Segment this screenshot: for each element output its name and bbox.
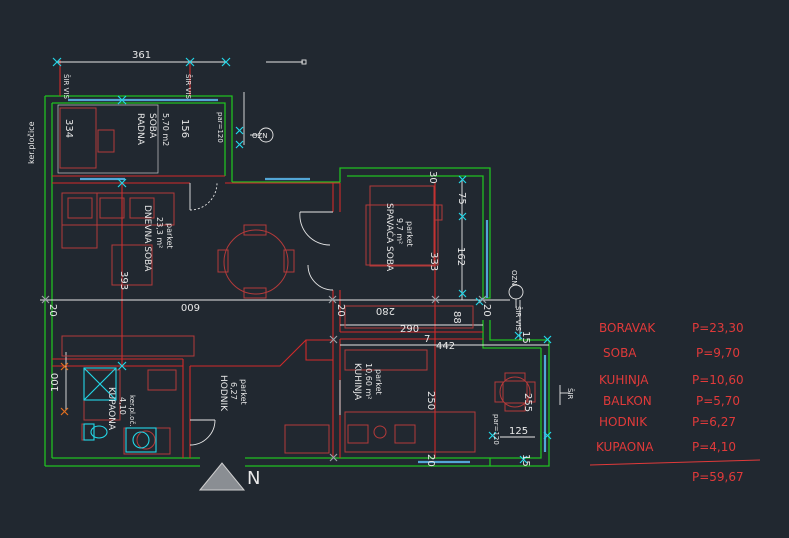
dim-kitchen-255: 255 [522, 393, 533, 412]
windows [68, 98, 547, 464]
room-kupaona-floor: ker.pl.oč. [128, 395, 136, 427]
north-label: N [247, 468, 260, 489]
outer-walls [44, 95, 550, 467]
dim-kitchen-250: 250 [425, 391, 436, 410]
room-dnevna-floor: parket [165, 223, 174, 249]
dim-study-height-right: 156 [179, 119, 190, 138]
room-hodnik-floor: parket [239, 379, 248, 405]
dim-bedroom-window: 162 [455, 247, 466, 266]
annotation-labels: ker.pločice ŠIR VIS ŠIR VIS ŠIR VIS ŠIR … [26, 74, 575, 445]
dim-bottom-15: 15 [520, 454, 531, 467]
legend-value-3: P=5,70 [696, 394, 740, 408]
room-kupaona-name: KUPAONA [106, 387, 116, 431]
legend-name-2: KUHINJA [599, 373, 649, 387]
dim-right-20: 20 [481, 304, 492, 317]
legend-value-2: P=10,60 [692, 373, 744, 387]
room-labels: RADNA SOBA 5,70 m2 DNEVNA SOBA 23,3 m² p… [106, 113, 414, 431]
legend-name-0: BORAVAK [599, 321, 656, 335]
dim-280: 280 [376, 305, 395, 316]
room-dnevna-name: DNEVNA SOBA [142, 205, 152, 272]
ozn-symbols [250, 127, 570, 394]
room-hodnik-name: HODNIK [218, 375, 228, 412]
room-kuhinja-name: KUHINJA [352, 363, 362, 401]
dim-left-20: 20 [47, 304, 58, 317]
room-kupaona-area: 4,10 [118, 397, 127, 415]
legend-name-3: BALKON [603, 394, 652, 408]
dim-top-width: 361 [132, 50, 151, 61]
dim-bottom-20: 20 [425, 454, 436, 467]
label-ker-ploce: ker.pločice [26, 121, 36, 164]
legend-name-1: SOBA [603, 346, 637, 360]
room-spavaca-area: 9,7 m² [395, 218, 404, 244]
legend-name-4: HODNIK [599, 415, 648, 429]
dim-290: 290 [400, 324, 419, 335]
orange-markers [60, 362, 69, 416]
label-par-120-bottom: par=120 [492, 414, 500, 445]
legend-value-0: P=23,30 [692, 321, 744, 335]
dim-living-width: 600 [181, 301, 200, 312]
label-sir-vis-d: ŠIR [566, 388, 575, 400]
legend-value-5: P=4,10 [692, 440, 736, 454]
dim-mid-20: 20 [335, 304, 346, 317]
legend-value-1: P=9,70 [696, 346, 740, 360]
legend-value-4: P=6,27 [692, 415, 736, 429]
dim-right-15: 15 [520, 331, 531, 344]
room-spavaca-floor: parket [405, 221, 414, 247]
label-sir-vis-b: ŠIR VIS [184, 74, 193, 99]
dim-living-height: 393 [118, 271, 129, 290]
room-hodnik-area: 6,27 [229, 382, 238, 400]
bath-fixtures [83, 367, 157, 453]
furniture [57, 104, 536, 455]
room-kuhinja-area: 10,60 m² [364, 363, 373, 399]
dimension-lines [40, 59, 561, 438]
room-radna-name2: SOBA [147, 113, 157, 139]
legend-name-5: KUPAONA [596, 440, 654, 454]
dimension-markers [52, 57, 552, 464]
north-arrow [198, 462, 246, 491]
dim-442: 442 [436, 341, 455, 352]
label-ozn-right: OZN [510, 270, 518, 286]
label-sir-vis-a: ŠIR VIS [62, 74, 71, 99]
label-par-120-top: par=120 [216, 112, 224, 143]
room-spavaca-name: SPAVAĆA SOBA [384, 203, 396, 272]
label-ozn-top: OZN [252, 132, 268, 140]
legend-total: P=59,67 [692, 470, 744, 484]
dim-88: 88 [451, 311, 462, 324]
room-dnevna-area: 23,3 m² [155, 217, 164, 248]
dim-kitchen-125: 125 [509, 426, 528, 437]
room-radna-name1: RADNA [135, 113, 145, 146]
room-radna-area: 5,70 m2 [161, 113, 170, 146]
dim-bath-100: 100 [50, 373, 61, 392]
dim-bedroom-30: 30 [427, 171, 438, 184]
dimension-texts: 361 600 393 334 156 333 162 75 30 20 20 … [47, 50, 533, 467]
label-sir-vis-c: ŠIR VIS [514, 306, 523, 331]
dim-bedroom-height: 333 [428, 252, 439, 271]
dim-study-height-left: 334 [63, 119, 74, 138]
gray-markers [41, 295, 487, 462]
dim-7: 7 [424, 334, 430, 345]
room-kuhinja-floor: parket [374, 369, 383, 395]
area-legend: BORAVAK P=23,30 SOBA P=9,70 KUHINJA P=10… [596, 321, 744, 484]
legend-total-line [589, 459, 761, 466]
doors [189, 182, 341, 446]
dim-bedroom-75: 75 [456, 192, 467, 205]
